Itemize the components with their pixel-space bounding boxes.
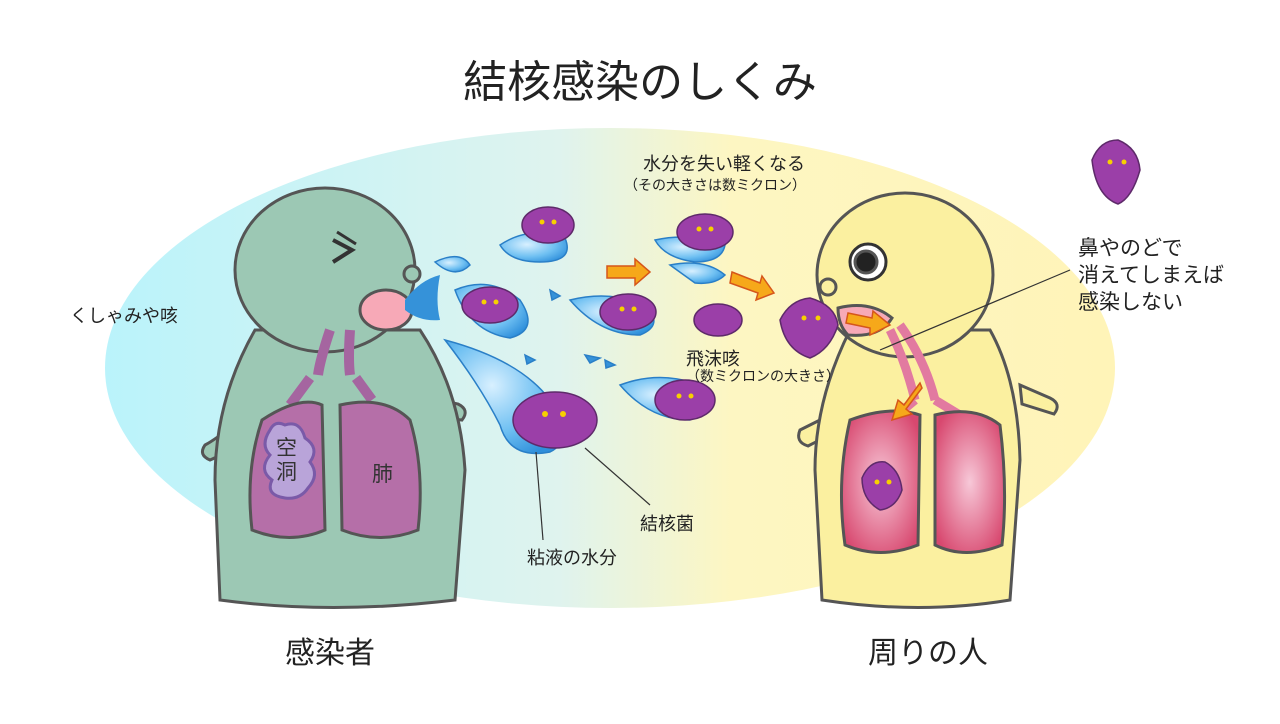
droplet-cough-label: 飛沫咳 [686,349,740,370]
nose-throat-line-1: 鼻やのどで [1078,236,1183,260]
infected-person-label: 感染者 [285,636,375,671]
lose-water-sublabel: （その大きさは数ミクロン） [624,178,806,194]
cavity-label-2: 洞 [276,460,297,484]
bacterium [779,297,839,359]
surrounding-person-label: 周りの人 [868,636,988,671]
lung-label: 肺 [372,462,393,486]
bacterium [1091,139,1141,205]
nose-throat-line-2: 消えてしまえば [1078,263,1224,287]
droplet-cough-sublabel: （数ミクロンの大きさ） [686,369,840,385]
page-title: 結核感染のしくみ [463,57,817,108]
arrow-icon [606,257,652,287]
arrow-icon [845,309,892,337]
arrows [606,257,923,422]
bacterium [654,379,716,421]
mucus-water-label: 粘液の水分 [527,548,617,569]
bacteria-label: 結核菌 [640,514,694,535]
cavity-label-1: 空 [276,436,297,460]
bacterium [861,461,903,511]
spray-cone [405,275,440,321]
arrow-icon [890,381,923,422]
sneeze-cough-label: くしゃみや咳 [70,306,178,327]
bacterium [693,303,743,337]
bacterium [599,293,657,331]
nose-throat-line-3: 感染しない [1078,290,1183,314]
bacteria-group [461,139,1141,511]
bacterium [521,206,575,244]
bacterium [512,391,598,449]
lose-water-label: 水分を失い軽くなる [643,154,805,175]
leader-lines [535,269,1071,541]
bacteria-eyes [481,159,1127,485]
infected-person-figure [200,186,467,609]
bacterium [676,213,734,251]
arrow-icon [729,270,776,302]
bacterium [461,286,519,324]
